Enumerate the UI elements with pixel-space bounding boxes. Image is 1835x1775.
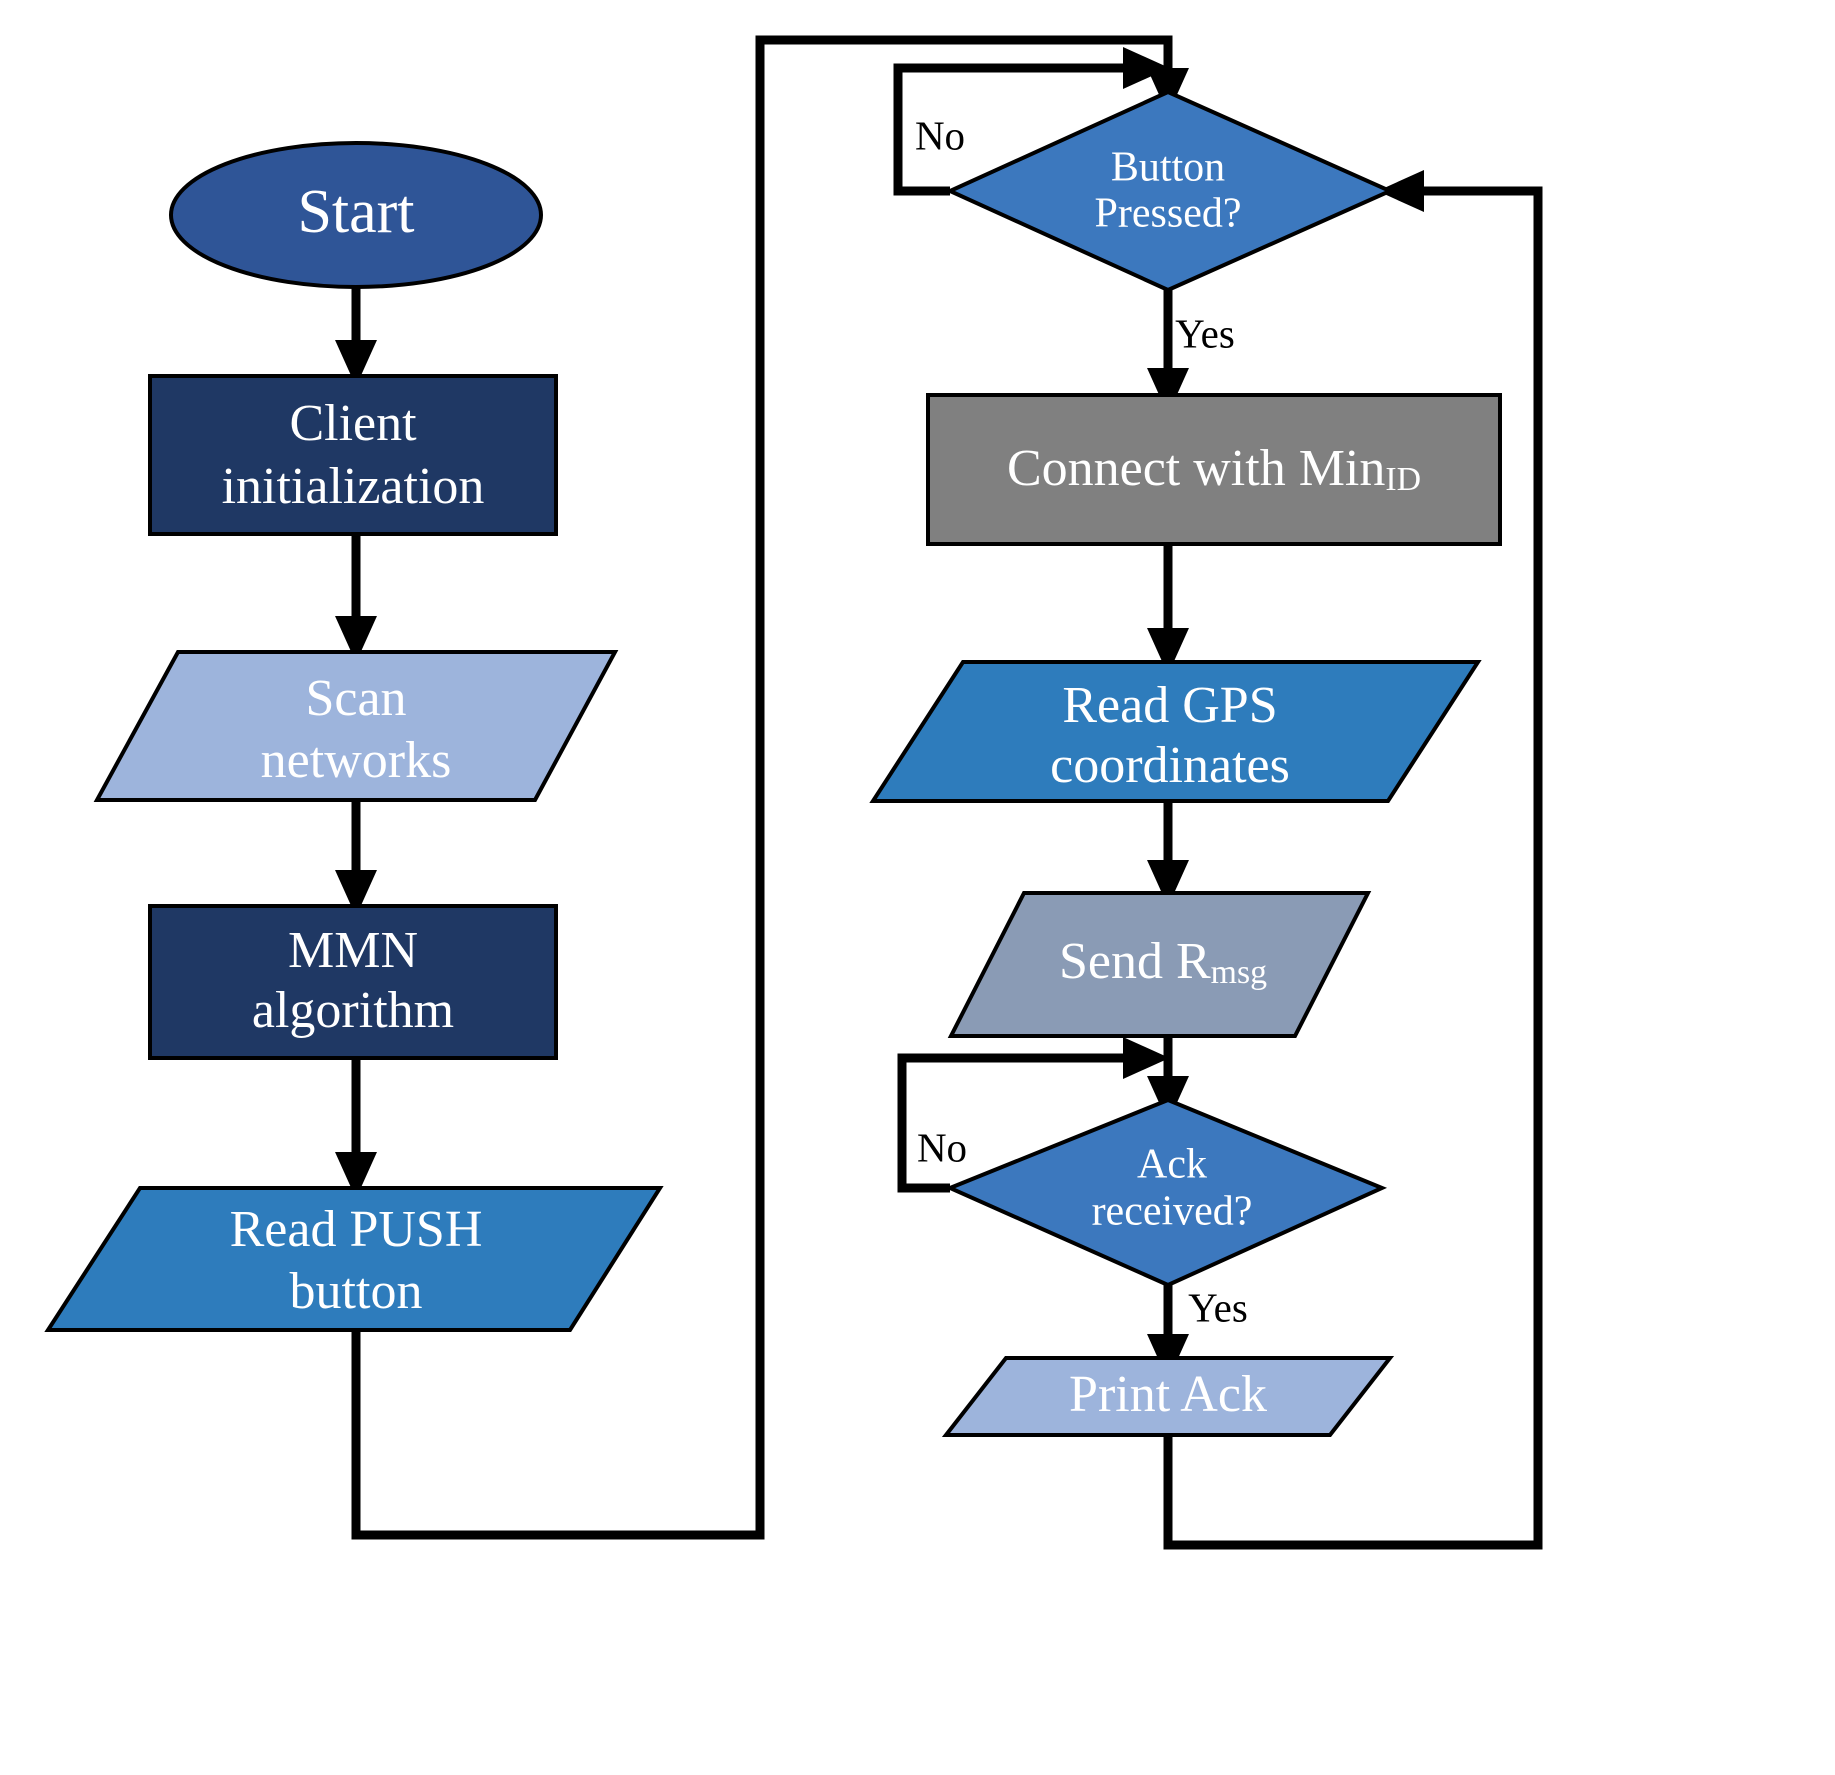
node-connect-with-min-id[interactable]: Connect with MinID <box>926 393 1502 546</box>
connector-print-ack-to-button-pressed <box>1163 169 1543 1550</box>
node-read-gps-label-line2: coordinates <box>1050 737 1290 794</box>
node-read-push-button-label-line2: button <box>290 1263 423 1320</box>
node-ack-received-label-line2: received? <box>1092 1189 1253 1235</box>
node-read-push-button-label-line1: Read PUSH <box>230 1201 483 1258</box>
node-client-initialization-label-line1: Client <box>289 395 417 452</box>
node-button-pressed-decision[interactable]: Button Pressed? <box>945 89 1395 293</box>
node-connect-with-min-id-label: Connect with MinID <box>1007 440 1421 498</box>
connector-button-pressed-no-loop <box>893 46 1170 196</box>
node-read-push-button[interactable]: Read PUSH button <box>44 1186 664 1332</box>
node-read-gps-label-line1: Read GPS <box>1062 677 1277 734</box>
send-rmsg-label-subscript: msg <box>1211 954 1267 991</box>
node-mmn-algorithm-label-line2: algorithm <box>252 982 454 1039</box>
connect-label-subscript: ID <box>1385 461 1421 498</box>
node-start[interactable]: Start <box>169 141 543 289</box>
node-ack-received-label-line1: Ack <box>1137 1142 1207 1188</box>
edge-label-ack-no: No <box>917 1124 967 1170</box>
node-ack-received-decision[interactable]: Ack received? <box>944 1097 1388 1288</box>
node-mmn-algorithm[interactable]: MMN algorithm <box>148 904 558 1060</box>
node-button-pressed-label-line2: Pressed? <box>1095 191 1242 237</box>
node-client-initialization[interactable]: Client initialization <box>148 374 558 536</box>
node-send-rmsg[interactable]: Send Rmsg <box>947 891 1372 1038</box>
edge-label-ack-yes: Yes <box>1188 1284 1248 1330</box>
node-print-ack-label: Print Ack <box>1069 1366 1267 1423</box>
node-start-label: Start <box>297 178 414 246</box>
send-rmsg-label-prefix: Send R <box>1059 933 1211 990</box>
node-print-ack[interactable]: Print Ack <box>941 1356 1395 1437</box>
node-send-rmsg-label: Send Rmsg <box>1059 933 1267 991</box>
edge-label-button-pressed-no: No <box>915 112 965 158</box>
connect-label-prefix: Connect with Min <box>1007 440 1385 497</box>
node-scan-networks-label-line2: networks <box>261 732 452 789</box>
node-scan-networks[interactable]: Scan networks <box>93 650 619 802</box>
connector-ack-no-loop <box>897 1036 1170 1193</box>
node-button-pressed-label-line1: Button <box>1111 145 1225 191</box>
node-client-initialization-label-line2: initialization <box>222 458 485 515</box>
node-mmn-algorithm-label-line1: MMN <box>288 922 418 979</box>
node-read-gps-coordinates[interactable]: Read GPS coordinates <box>869 660 1482 803</box>
node-scan-networks-label-line1: Scan <box>305 670 406 727</box>
edge-label-button-pressed-yes: Yes <box>1175 310 1235 356</box>
